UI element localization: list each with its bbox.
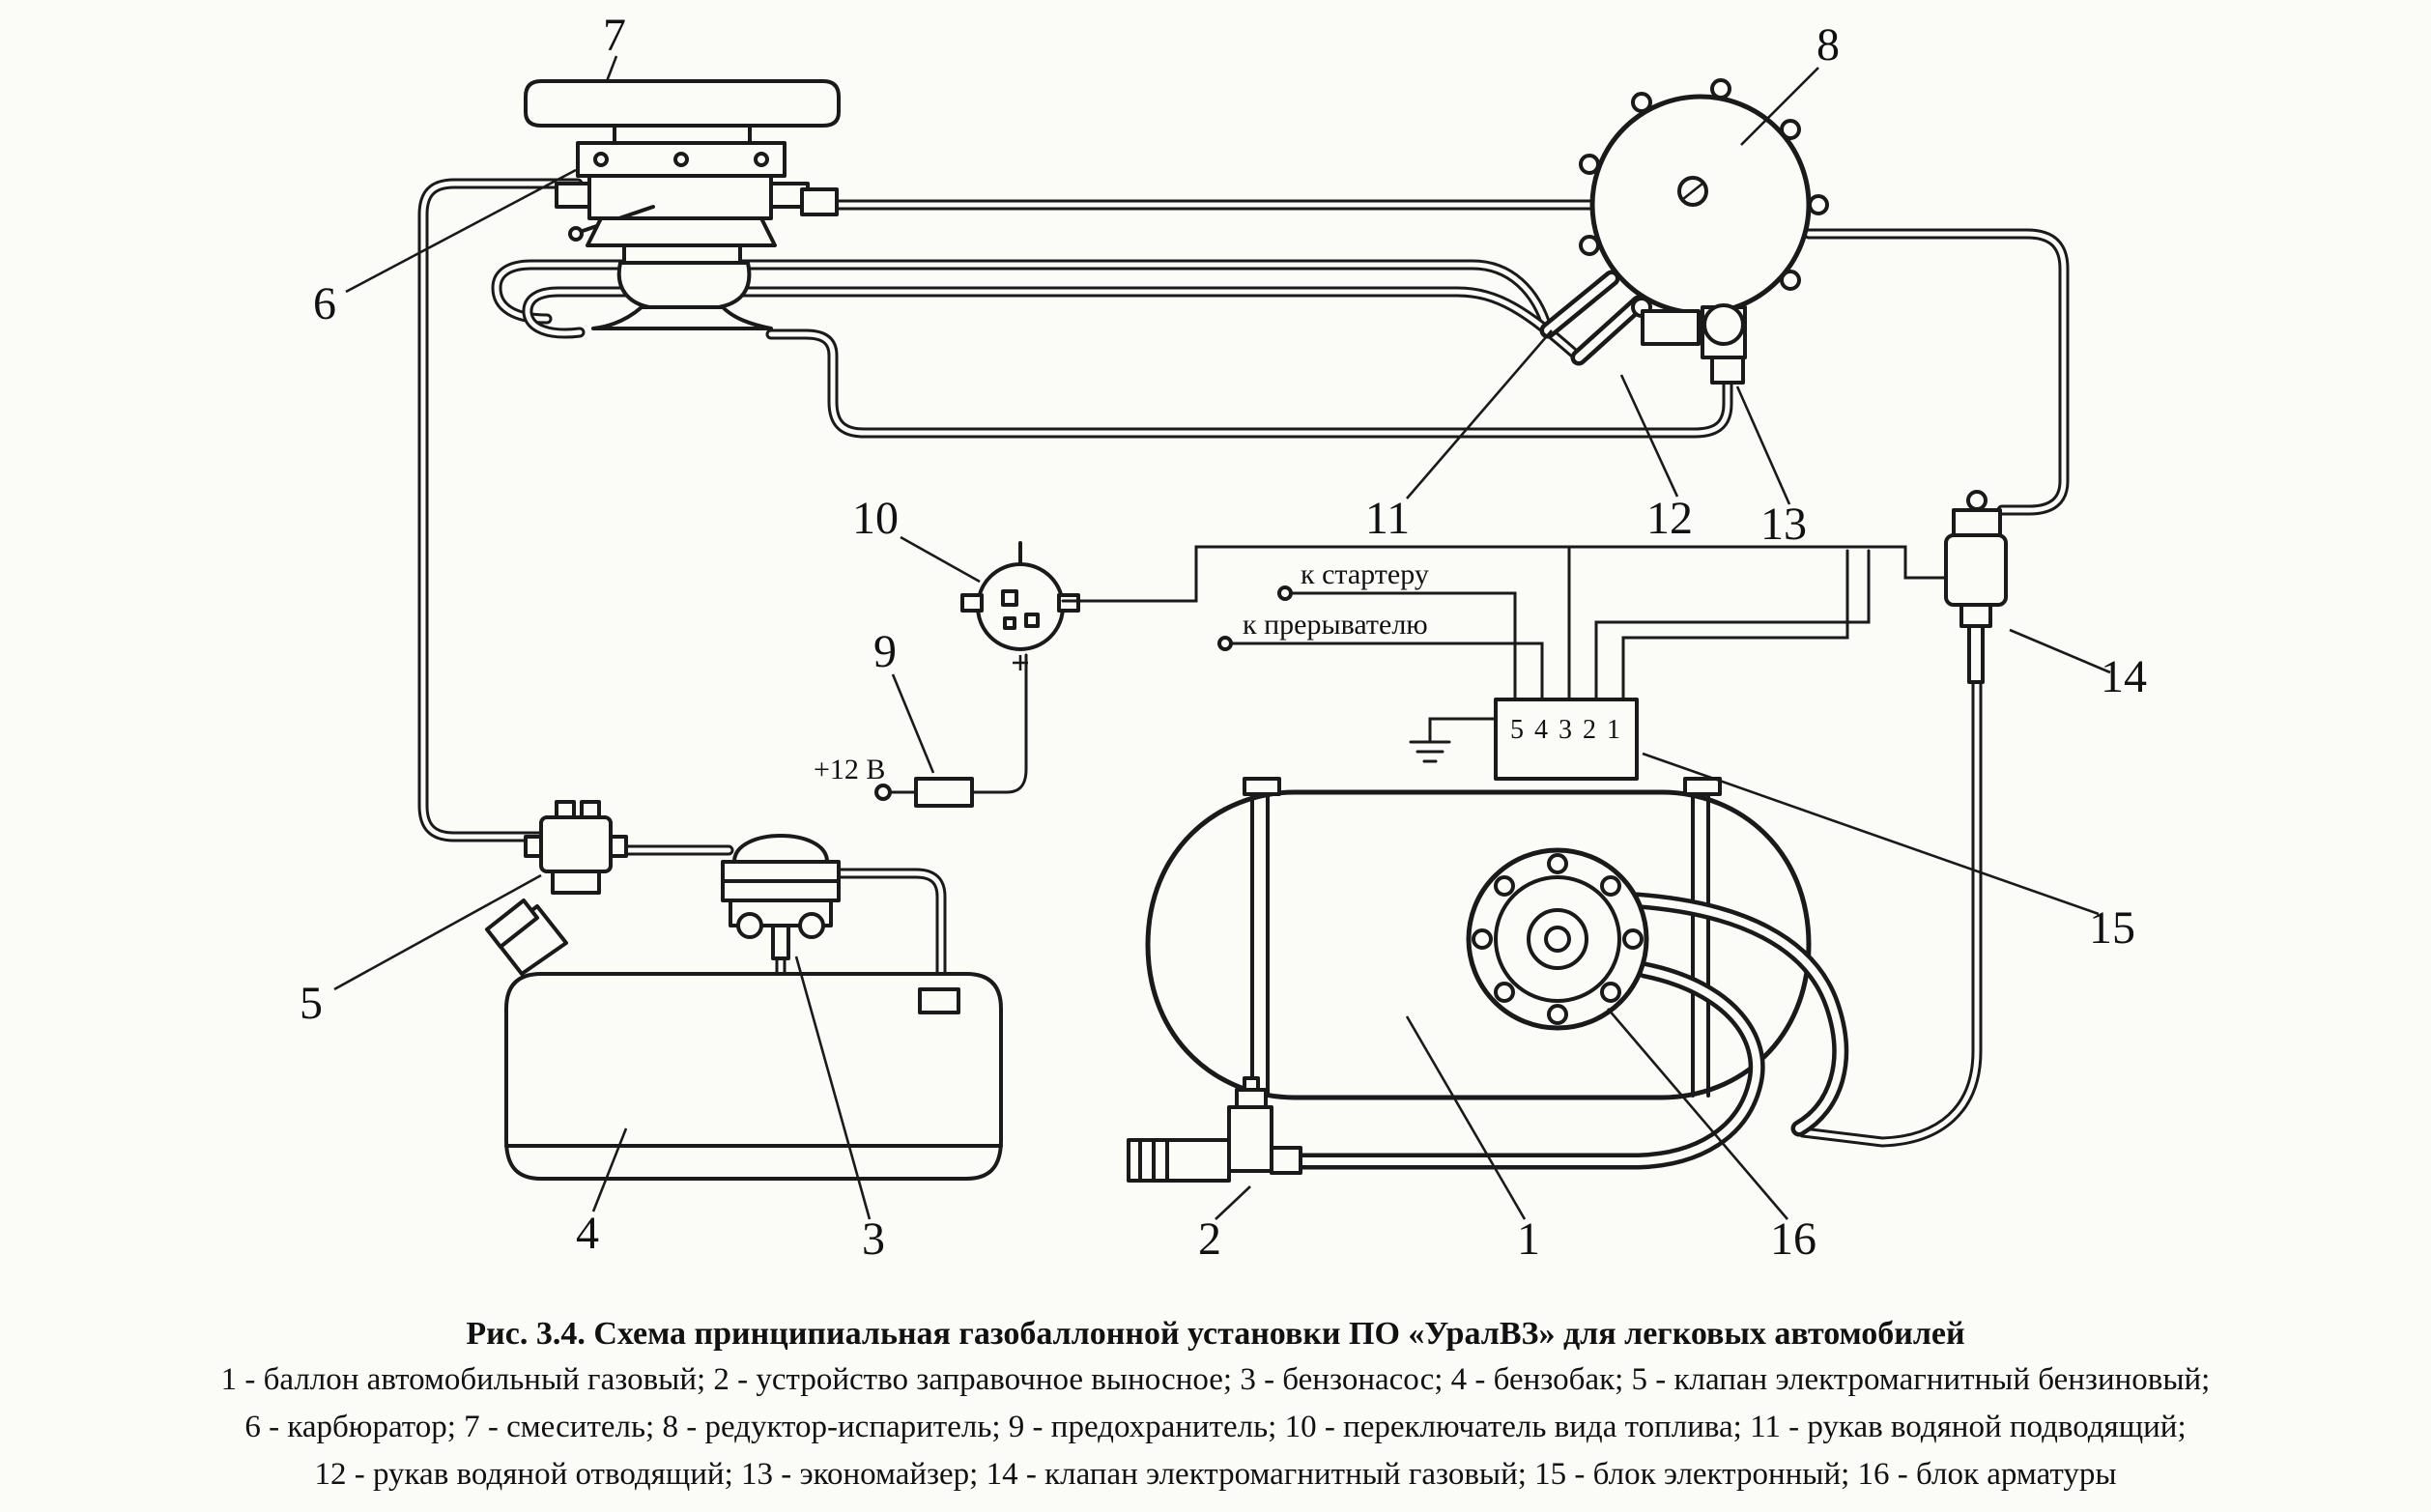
callout-10: 10 (852, 493, 899, 544)
callout-11: 11 (1365, 493, 1410, 544)
callout-8: 8 (1816, 19, 1840, 71)
callout-9: 9 (873, 626, 897, 677)
callout-2: 2 (1198, 1213, 1221, 1265)
legend-line-2: 6 - карбюратор; 7 - смеситель; 8 - редук… (244, 1410, 2187, 1444)
block-pin-numbers: 5 4 3 2 1 (1510, 715, 1622, 745)
caption-title: Рис. 3.4. Схема принципиальная газобалло… (466, 1316, 1965, 1352)
ground-symbol (1409, 717, 1498, 763)
callout-4: 4 (576, 1208, 599, 1259)
wiring (1061, 545, 1948, 678)
legend-line-1: 1 - баллон автомобильный газовый; 2 - ус… (220, 1362, 2211, 1397)
reducer-evaporator (1579, 78, 1829, 385)
callout-5: 5 (300, 978, 323, 1029)
callout-16: 16 (1770, 1213, 1816, 1265)
callout-12: 12 (1646, 493, 1693, 544)
fuel-pump (721, 834, 841, 960)
economizer (1710, 356, 1745, 385)
callout-14: 14 (2101, 651, 2147, 702)
legend-line-3: 12 - рукав водяной отводящий; 13 - эконо… (314, 1457, 2117, 1492)
callout-6: 6 (313, 278, 336, 329)
diagram: 5 4 3 2 1 (300, 10, 2147, 1265)
leader-lines (333, 55, 2111, 1220)
to-breaker-label: к прерывателю (1243, 609, 1428, 641)
to-starter-label: к стартеру (1301, 558, 1429, 590)
filling-device (1127, 1076, 1302, 1183)
fuse (874, 653, 1028, 808)
armature-block (1466, 847, 1649, 1031)
plus-12v-label: +12 В (814, 754, 885, 785)
callouts: 7 8 6 10 11 12 13 9 14 15 5 4 3 2 1 16 (300, 10, 2147, 1265)
callout-7: 7 (603, 10, 626, 61)
annotations: к стартеру к прерывателю +12 В (814, 558, 1429, 785)
figure-caption: Рис. 3.4. Схема принципиальная газобалло… (0, 1312, 2431, 1498)
schematic-svg: 5 4 3 2 1 (300, 10, 2147, 1265)
gas-solenoid-valve (1944, 490, 2008, 684)
callout-1: 1 (1517, 1213, 1540, 1265)
callout-13: 13 (1760, 499, 1807, 550)
mixer-carburetor (524, 79, 841, 330)
fuel-type-switch (960, 541, 1080, 670)
fuel-tank (485, 899, 1003, 1181)
callout-15: 15 (2089, 902, 2135, 954)
callout-3: 3 (862, 1213, 885, 1265)
petrol-solenoid-valve (524, 800, 628, 895)
electronic-block: 5 4 3 2 1 (1494, 674, 1639, 781)
